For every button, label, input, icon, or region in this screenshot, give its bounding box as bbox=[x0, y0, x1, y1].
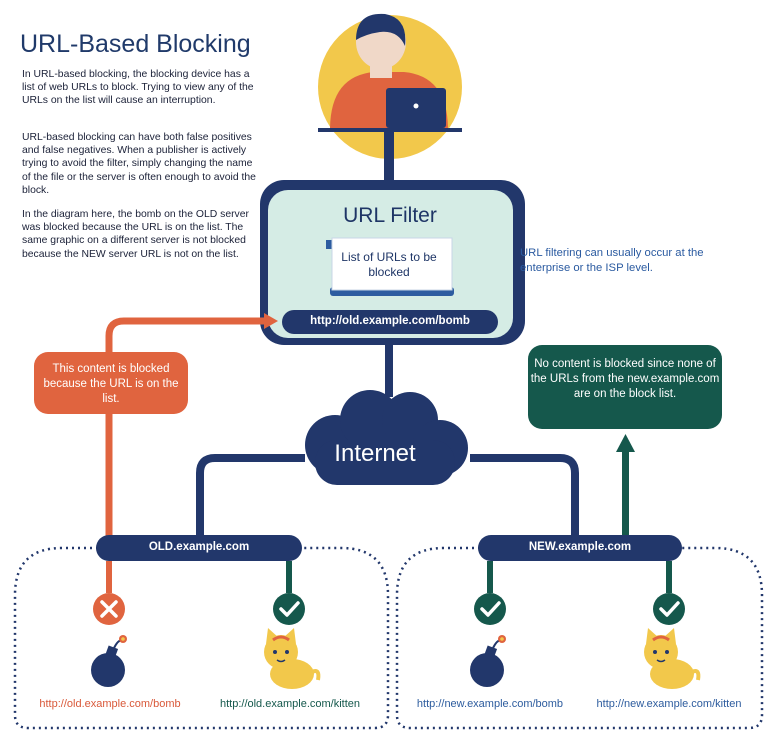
new-host-label: NEW.example.com bbox=[528, 541, 632, 553]
internet-label: Internet bbox=[334, 440, 416, 467]
old-kitten-url[interactable]: http://old.example.com/kitten bbox=[219, 698, 360, 710]
bomb-icon bbox=[91, 635, 127, 687]
kitten-icon bbox=[264, 628, 321, 689]
bomb-icon bbox=[470, 635, 506, 687]
side-note: URL filtering can usually occur at the e… bbox=[520, 247, 704, 274]
old-host-pill bbox=[96, 535, 302, 561]
unblocked-note-text: No content is blocked since none of the … bbox=[530, 358, 720, 400]
filter-title: URL Filter bbox=[343, 204, 437, 227]
allowed-check-icon bbox=[474, 593, 506, 625]
allowed-check-icon bbox=[653, 593, 685, 625]
allowed-check-icon bbox=[273, 593, 305, 625]
old-server-outline bbox=[13, 546, 390, 730]
unblocked-path-arrow bbox=[616, 434, 635, 541]
list-document-icon bbox=[326, 237, 454, 296]
blocked-url-pill bbox=[282, 310, 498, 334]
intro-paragraph-2: URL-based blocking can have both false p… bbox=[22, 132, 256, 196]
old-host-label: OLD.example.com bbox=[148, 541, 250, 553]
new-host-pill bbox=[478, 535, 682, 561]
user-at-laptop-icon bbox=[318, 13, 462, 159]
blocked-x-icon bbox=[93, 593, 125, 625]
page-title: URL-Based Blocking bbox=[20, 30, 251, 58]
intro-paragraph-3: In the diagram here, the bomb on the OLD… bbox=[22, 209, 249, 260]
blocked-path-arrow bbox=[105, 313, 278, 541]
blocked-note-bubble bbox=[34, 352, 188, 414]
old-bomb-url[interactable]: http://old.example.com/bomb bbox=[39, 698, 181, 710]
new-kitten-url[interactable]: http://new.example.com/kitten bbox=[596, 698, 742, 710]
kitten-icon bbox=[644, 628, 701, 689]
blocked-url-label: http://old.example.com/bomb bbox=[310, 315, 470, 327]
list-label: List of URLs to be blocked bbox=[341, 250, 437, 279]
new-server-outline bbox=[395, 546, 764, 730]
blocked-note-text: This content is blocked because the URL … bbox=[43, 363, 179, 405]
new-bomb-url[interactable]: http://new.example.com/bomb bbox=[416, 698, 564, 710]
intro-paragraph-1: In URL-based blocking, the blocking devi… bbox=[22, 69, 254, 107]
cloud-icon bbox=[305, 390, 468, 485]
unblocked-note-bubble bbox=[528, 345, 722, 429]
